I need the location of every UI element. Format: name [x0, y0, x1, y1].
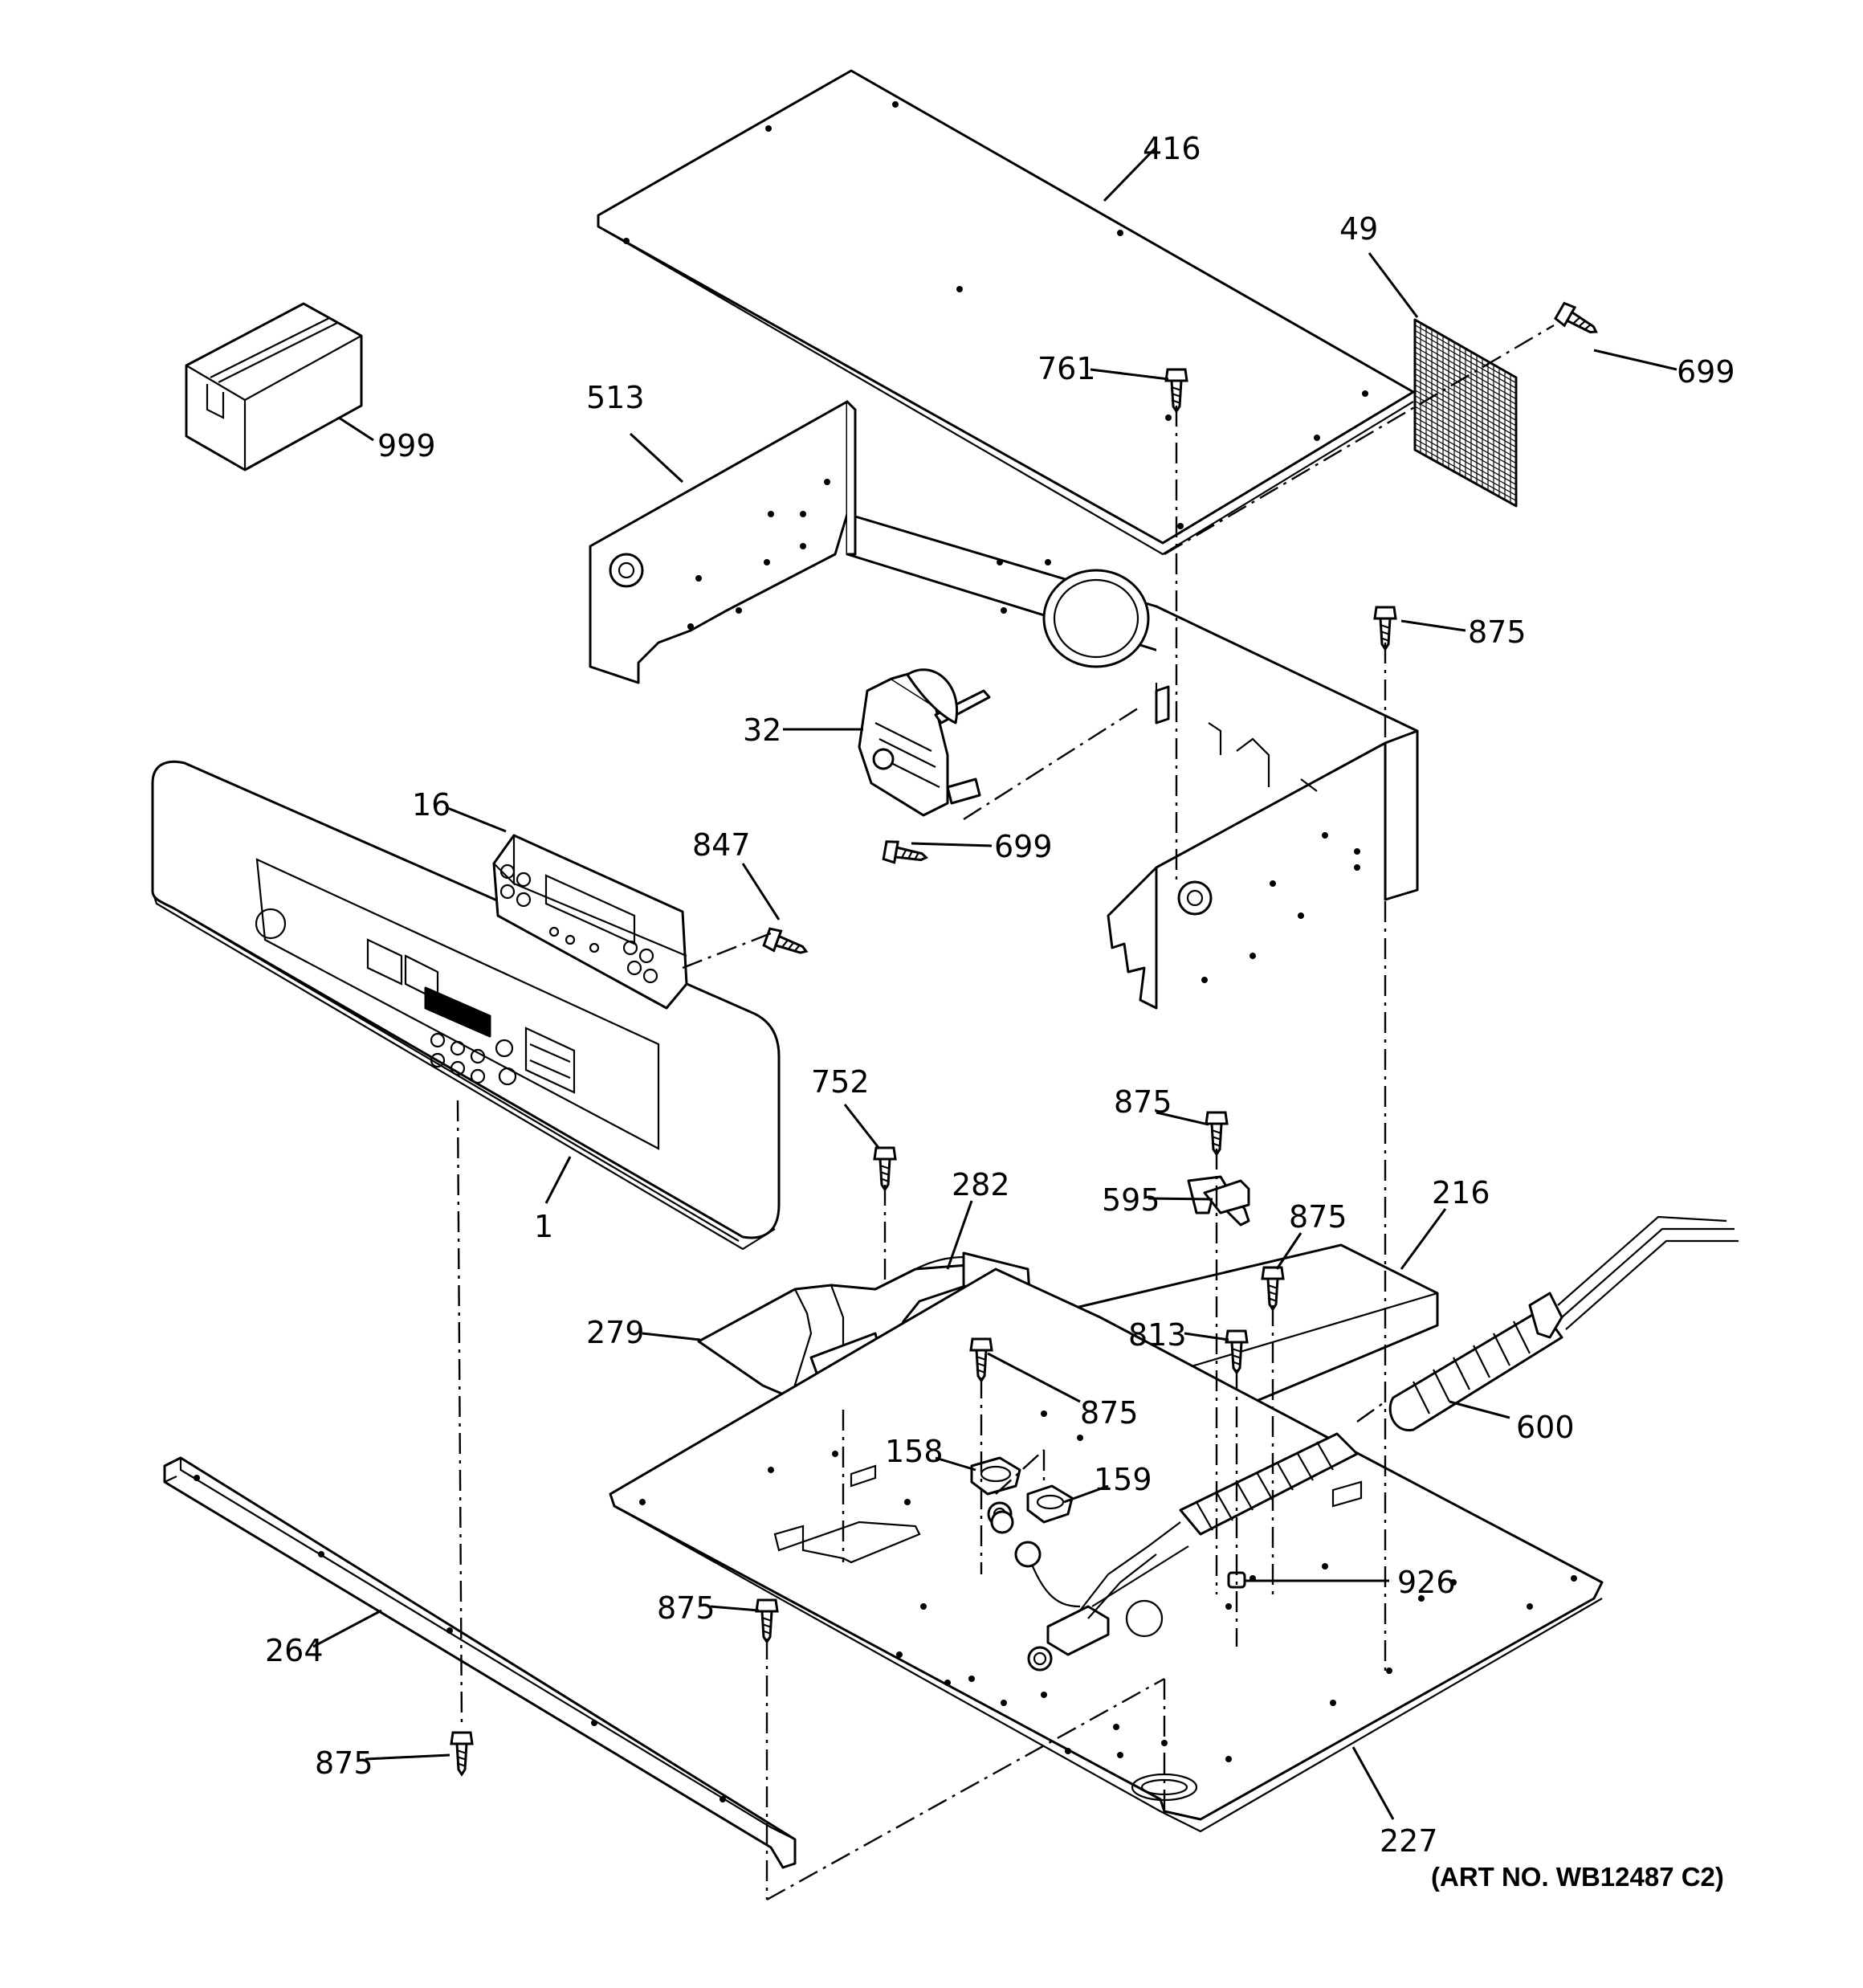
cooling-fan-motor — [858, 668, 991, 817]
callout-875-f: 875 — [315, 1745, 373, 1781]
callout-752: 752 — [811, 1064, 870, 1100]
callout-699-a: 699 — [1677, 354, 1735, 390]
callout-875-c: 875 — [1289, 1199, 1347, 1235]
thermostats — [970, 1456, 1074, 1534]
callout-264: 264 — [265, 1633, 324, 1668]
screw-847 — [762, 925, 811, 963]
callout-813: 813 — [1128, 1317, 1187, 1353]
callout-926: 926 — [1397, 1565, 1456, 1600]
callout-227: 227 — [1380, 1823, 1438, 1859]
callout-699-b: 699 — [994, 829, 1053, 864]
callout-847: 847 — [692, 827, 751, 863]
callout-600: 600 — [1516, 1410, 1575, 1445]
callout-32: 32 — [743, 712, 781, 748]
screw-699-mesh — [1553, 300, 1603, 342]
control-panel-backsplash — [151, 760, 781, 1251]
screw-875-clamp — [1205, 1111, 1229, 1156]
electronic-control-board — [492, 834, 688, 1010]
callout-875-e: 875 — [657, 1590, 715, 1626]
callout-875-d: 875 — [1080, 1395, 1139, 1431]
art-number: (ART NO. WB12487 C2) — [1431, 1862, 1724, 1892]
callout-159: 159 — [1094, 1462, 1152, 1497]
mesh-screen — [1413, 318, 1518, 508]
callout-761: 761 — [1037, 351, 1096, 386]
leader-lines — [312, 145, 1678, 1820]
callout-216: 216 — [1432, 1175, 1490, 1210]
callout-282: 282 — [952, 1167, 1010, 1202]
callout-labels: 416 49 699 761 999 513 875 32 16 847 699… — [265, 131, 1735, 1892]
callout-1: 1 — [534, 1209, 553, 1244]
wire-harness — [1014, 1215, 1739, 1656]
callout-279: 279 — [586, 1315, 645, 1350]
callout-158: 158 — [885, 1434, 944, 1469]
screw-875-lower — [755, 1598, 779, 1643]
callout-999: 999 — [377, 428, 436, 463]
screw-752 — [873, 1146, 897, 1191]
callout-16: 16 — [412, 787, 450, 823]
outer-case-frame — [589, 400, 1419, 1010]
literature-package-box — [185, 302, 363, 471]
callout-875-b: 875 — [1114, 1084, 1172, 1120]
top-cover-panel — [597, 69, 1415, 556]
callout-875-a: 875 — [1468, 614, 1527, 650]
callout-513: 513 — [586, 380, 645, 415]
callout-595: 595 — [1102, 1182, 1160, 1218]
callout-49: 49 — [1339, 211, 1378, 247]
assembly-lines — [456, 324, 1555, 1901]
wire-clamp — [1203, 1179, 1250, 1214]
front-trim-bracket — [163, 1456, 797, 1869]
callout-416: 416 — [1143, 131, 1201, 166]
screw-875-bracket — [450, 1731, 474, 1776]
